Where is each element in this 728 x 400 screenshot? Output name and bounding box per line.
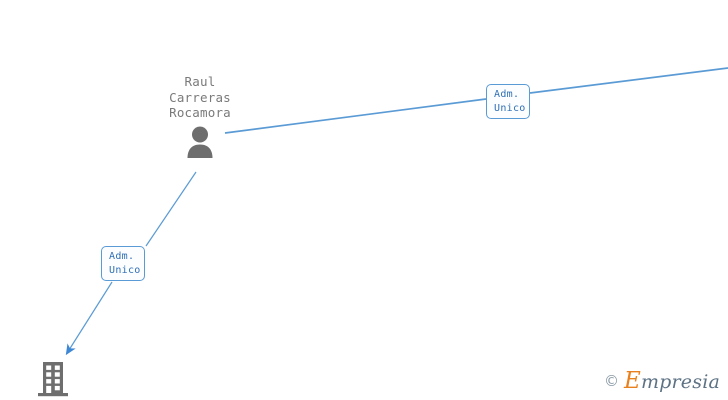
- edge-label-adm-unico-left[interactable]: Adm. Unico: [101, 246, 145, 281]
- brand-rest: mpresia: [640, 371, 720, 393]
- node-company[interactable]: [33, 360, 73, 400]
- edge-person-to-right-segment-b: [529, 67, 728, 94]
- brand-name: Empresia: [624, 368, 720, 394]
- brand-initial: E: [623, 368, 641, 394]
- person-icon: [187, 126, 213, 158]
- edge-label-adm-unico-right[interactable]: Adm. Unico: [486, 84, 530, 119]
- building-icon: [38, 362, 68, 397]
- watermark: © Empresia: [604, 368, 720, 394]
- edge-person-to-company-segment-b: [65, 281, 113, 356]
- copyright-symbol: ©: [603, 372, 619, 390]
- edge-person-to-company-segment-a: [145, 171, 197, 247]
- node-person[interactable]: Raul Carreras Rocamora: [152, 74, 248, 158]
- edge-person-to-right-segment-a: [224, 98, 487, 134]
- person-name-label: Raul Carreras Rocamora: [169, 74, 231, 120]
